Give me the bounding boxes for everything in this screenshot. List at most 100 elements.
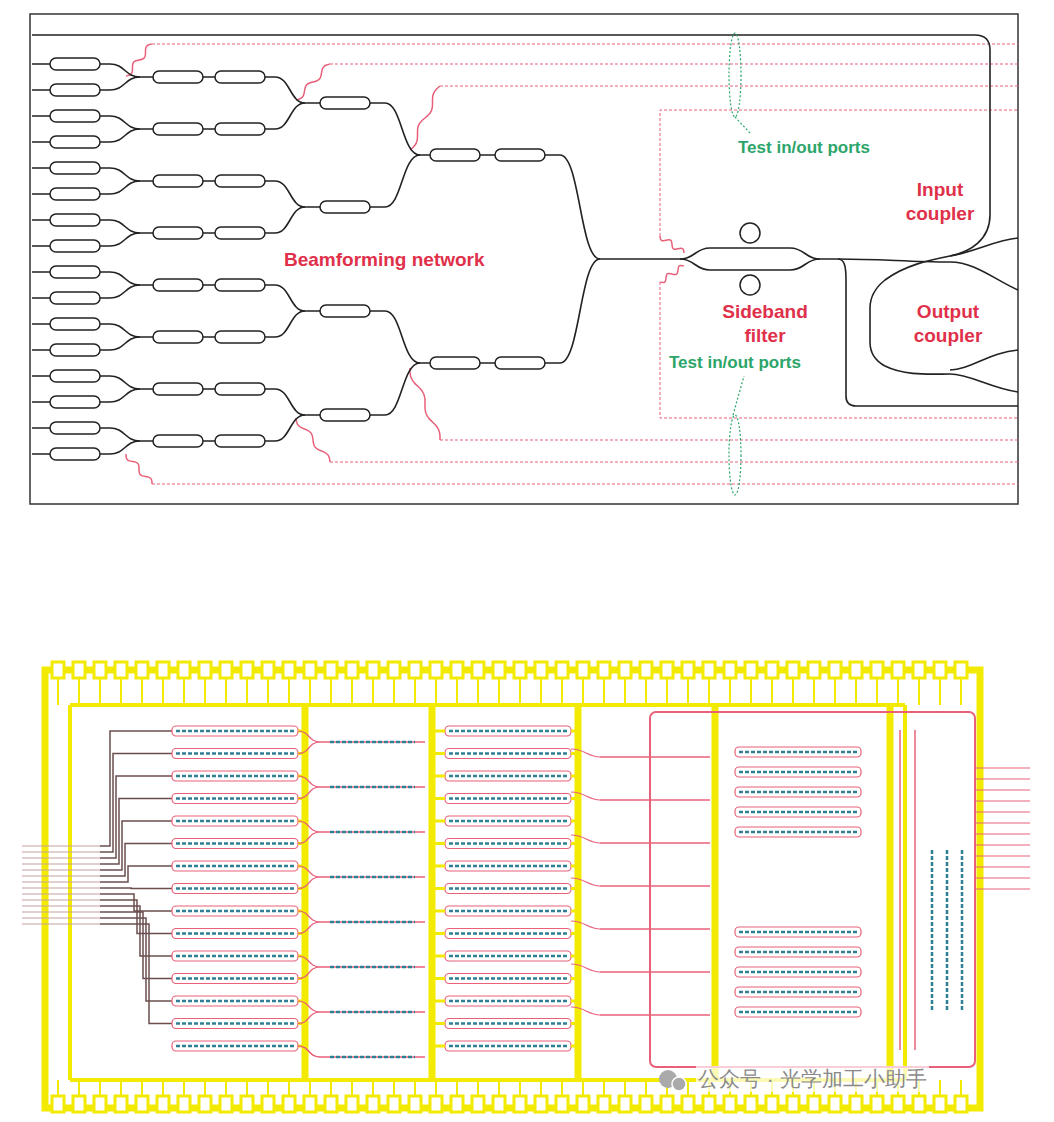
bond-pad bbox=[766, 662, 778, 678]
bond-pad bbox=[115, 1096, 127, 1112]
label-slot: Sideband filter bbox=[717, 300, 813, 348]
heater-outline bbox=[735, 967, 861, 977]
routing-waveguide bbox=[100, 906, 172, 956]
heater bbox=[449, 730, 567, 733]
bond-pad bbox=[367, 662, 379, 678]
trace bbox=[435, 1080, 437, 1097]
trace bbox=[477, 1080, 479, 1097]
trace bbox=[432, 865, 445, 868]
trace bbox=[645, 678, 647, 705]
trace bbox=[687, 678, 689, 705]
trace bbox=[571, 797, 578, 800]
trace bbox=[288, 678, 290, 705]
trace bbox=[645, 1080, 647, 1097]
trace bbox=[393, 1080, 395, 1097]
racetrack-ring bbox=[320, 305, 370, 317]
block-label: Output coupler bbox=[906, 300, 990, 348]
bond-pad bbox=[262, 662, 274, 678]
splitter bbox=[298, 832, 320, 844]
fiber-array bbox=[975, 866, 1030, 867]
routing-waveguide bbox=[100, 821, 172, 870]
trace bbox=[432, 1022, 445, 1025]
heater-outline bbox=[735, 787, 861, 797]
trace bbox=[432, 775, 445, 778]
heater-outline bbox=[445, 884, 571, 894]
block-label: Beamforming network bbox=[282, 248, 487, 272]
trace bbox=[729, 678, 731, 705]
splitter bbox=[298, 731, 320, 742]
trace bbox=[267, 678, 269, 705]
heater bbox=[449, 1045, 567, 1048]
trace bbox=[432, 752, 445, 755]
bond-pad bbox=[346, 1096, 358, 1112]
heater bbox=[739, 811, 857, 814]
bond-pad bbox=[703, 662, 715, 678]
heater bbox=[330, 831, 415, 834]
heater bbox=[176, 887, 294, 890]
bond-pad bbox=[283, 662, 295, 678]
trace bbox=[99, 1080, 101, 1097]
fiber-array bbox=[22, 923, 100, 924]
trace bbox=[246, 1080, 248, 1097]
heater bbox=[176, 730, 294, 733]
bond-pad bbox=[388, 662, 400, 678]
bond-pad bbox=[451, 662, 463, 678]
trace bbox=[432, 955, 445, 958]
heater-outline bbox=[735, 987, 861, 997]
trace bbox=[70, 703, 905, 707]
label-slot: Input coupler bbox=[898, 178, 982, 226]
bond-pad bbox=[304, 662, 316, 678]
bond-pad bbox=[703, 1096, 715, 1112]
fiber-array bbox=[22, 845, 100, 846]
trace bbox=[540, 1080, 542, 1097]
bond-pad bbox=[850, 1096, 862, 1112]
bond-pad bbox=[787, 662, 799, 678]
fiber-array bbox=[975, 822, 1030, 823]
racetrack-ring bbox=[50, 188, 100, 200]
routing-waveguide bbox=[100, 912, 172, 979]
trace bbox=[571, 910, 578, 913]
bond-pad bbox=[640, 1096, 652, 1112]
trace bbox=[432, 797, 445, 800]
bond-pad bbox=[745, 662, 757, 678]
trace bbox=[432, 977, 445, 980]
block-label: Input coupler bbox=[898, 178, 982, 226]
heater-outline bbox=[172, 974, 298, 984]
trace bbox=[330, 678, 332, 705]
heater bbox=[739, 971, 857, 974]
splitter bbox=[571, 964, 600, 972]
waveguide bbox=[320, 966, 425, 968]
trace bbox=[141, 1080, 143, 1097]
trace bbox=[432, 1045, 445, 1048]
heater-outline bbox=[735, 747, 861, 757]
bond-pad bbox=[871, 662, 883, 678]
heater bbox=[176, 820, 294, 823]
bond-pad bbox=[304, 1096, 316, 1112]
fiber-array bbox=[22, 905, 100, 906]
heater-outline bbox=[445, 906, 571, 916]
bond-pad bbox=[661, 662, 673, 678]
heater bbox=[330, 876, 415, 879]
splitter bbox=[298, 911, 320, 922]
trace bbox=[225, 678, 227, 705]
fiber-array bbox=[975, 811, 1030, 812]
heater bbox=[176, 1045, 294, 1048]
heater-outline bbox=[172, 996, 298, 1006]
heater bbox=[176, 1000, 294, 1003]
trace bbox=[162, 1080, 164, 1097]
racetrack-ring bbox=[153, 435, 203, 447]
routing-waveguide bbox=[100, 844, 172, 877]
heater bbox=[739, 1011, 857, 1014]
waveguide bbox=[320, 921, 425, 923]
heater bbox=[176, 910, 294, 913]
test-line bbox=[660, 110, 1018, 236]
racetrack-ring bbox=[50, 318, 100, 330]
waveguide bbox=[600, 756, 710, 758]
trace bbox=[309, 1080, 311, 1097]
trace bbox=[771, 678, 773, 705]
routing-waveguide bbox=[100, 918, 172, 1001]
heater-outline bbox=[445, 1019, 571, 1029]
heater-outline bbox=[735, 947, 861, 957]
heater bbox=[330, 786, 415, 789]
